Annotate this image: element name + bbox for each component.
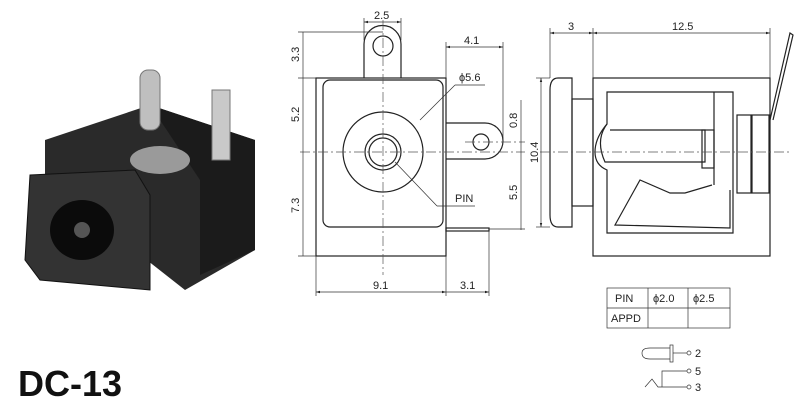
dim-tab-offset: 0.8 [508,113,520,128]
dim-pin-height: 5.5 [508,185,520,200]
terminal-2: 2 [695,348,701,360]
jack-schematic: 2 5 3 [641,344,701,394]
table-header-dia-2-5: ϕ2.5 [693,293,714,305]
product-photo [24,69,255,291]
dim-tab-height: 3.3 [290,47,302,62]
front-view: 2.5 4.1 ϕ5.6 PIN 9.1 3.1 3.3 5.2 7.3 0.8… [290,10,525,296]
dim-hole-dia: ϕ5.6 [459,72,480,84]
dim-pin-extension: 3.1 [460,280,475,292]
dim-tab-width: 2.5 [374,10,389,22]
pin-label: PIN [455,193,473,205]
terminal-3: 3 [695,382,701,394]
table-header-pin: PIN [615,293,633,305]
terminal-5: 5 [695,366,701,378]
dim-side-tab-offset: 4.1 [464,35,479,47]
dim-height: 10.4 [529,142,541,163]
side-view: 3 12.5 10.4 [529,21,794,257]
pin-table: PIN ϕ2.0 ϕ2.5 APPD [606,287,731,329]
dim-lower-height: 7.3 [290,198,302,213]
dim-flange: 3 [568,21,574,33]
dim-body-length: 12.5 [672,21,693,33]
dim-upper-height: 5.2 [290,107,302,122]
table-header-dia-2-0: ϕ2.0 [653,293,674,305]
model-title: DC-13 [18,363,122,404]
dim-body-width: 9.1 [373,280,388,292]
table-row-appd: APPD [611,313,641,325]
